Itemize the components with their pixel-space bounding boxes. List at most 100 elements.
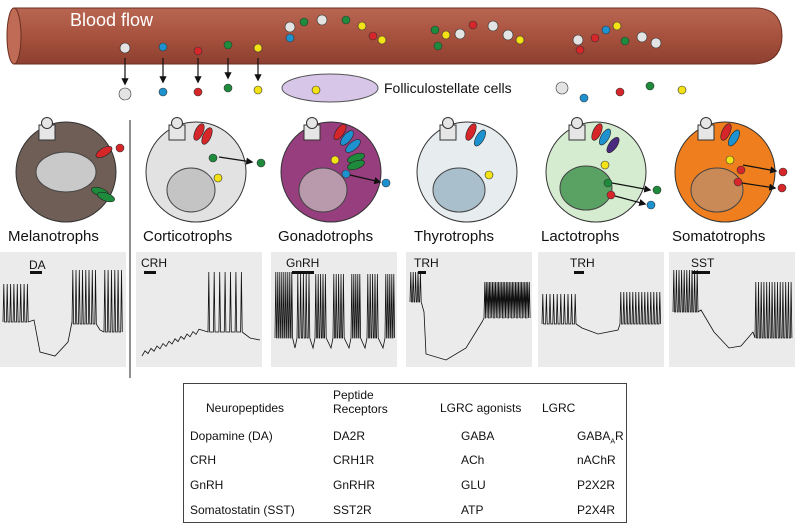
stimulus-bar bbox=[292, 271, 314, 274]
cell-somatotrophs bbox=[674, 117, 776, 223]
legend-header-receptors: Peptide Receptors bbox=[333, 388, 388, 416]
traces-artwork bbox=[0, 252, 795, 367]
molecule-w bbox=[454, 28, 466, 40]
legend-header-neuropeptides: Neuropeptides bbox=[206, 401, 285, 415]
trace-line bbox=[141, 271, 261, 357]
stimulus-bar bbox=[574, 271, 584, 274]
legend-agonist: GLU bbox=[461, 478, 486, 492]
molecule-r bbox=[193, 46, 203, 56]
cell-nucleus bbox=[559, 165, 613, 211]
channel-b bbox=[340, 130, 354, 146]
channel-r bbox=[193, 123, 205, 141]
cells-artwork bbox=[15, 117, 788, 223]
molecule-y bbox=[357, 21, 367, 31]
legend-header-agonists: LGRC agonists bbox=[440, 401, 522, 415]
trace-line bbox=[672, 269, 793, 349]
channel-r bbox=[465, 123, 477, 141]
stimulus-bar bbox=[144, 271, 156, 274]
stimulus-bar bbox=[30, 271, 42, 274]
molecule-r bbox=[778, 167, 788, 177]
molecule-b bbox=[285, 33, 295, 43]
channel-g bbox=[347, 159, 365, 171]
trace-line bbox=[409, 271, 531, 361]
channel-b bbox=[345, 139, 361, 153]
stimulus-bar bbox=[418, 271, 426, 274]
peptide-receptor-ligand bbox=[700, 117, 712, 129]
legend-channel-gabaar: GABAAR bbox=[577, 429, 624, 446]
channel-r bbox=[201, 127, 213, 145]
blood-vessel bbox=[6, 7, 783, 65]
molecule-y bbox=[213, 173, 223, 183]
molecule-g bbox=[603, 178, 613, 188]
molecule-r bbox=[368, 31, 378, 41]
legend-box: Neuropeptides Peptide Receptors LGRC ago… bbox=[183, 383, 627, 523]
channel-r bbox=[333, 123, 347, 141]
cell-label-lactotrophs: Lactotrophs bbox=[541, 228, 620, 245]
arrow bbox=[741, 182, 777, 191]
legend-receptor: DA2R bbox=[333, 429, 366, 443]
molecule-r bbox=[590, 33, 600, 43]
molecule-y bbox=[330, 155, 340, 165]
molecule-b bbox=[601, 25, 611, 35]
legend-receptor: SST2R bbox=[333, 503, 372, 517]
free-molecules bbox=[555, 81, 687, 103]
folliculostellate-label: Folliculostellate cells bbox=[384, 80, 512, 96]
molecule-y bbox=[253, 85, 263, 95]
cell-label-gonadotrophs: Gonadotrophs bbox=[278, 228, 374, 245]
cell-label-corticotrophs: Corticotrophs bbox=[143, 228, 233, 245]
cell-label-somatotrophs: Somatotrophs bbox=[672, 228, 766, 245]
cell-nucleus bbox=[690, 167, 744, 213]
channel-r bbox=[720, 123, 732, 141]
stimulus-bar bbox=[692, 271, 710, 274]
molecule-y bbox=[515, 35, 525, 45]
blood-flow-label: Blood flow bbox=[70, 10, 154, 30]
cell-nucleus bbox=[432, 167, 486, 213]
arrow bbox=[218, 156, 254, 165]
trace-line bbox=[274, 271, 395, 350]
molecule-g bbox=[223, 83, 233, 93]
legend-peptide: Dopamine (DA) bbox=[190, 429, 273, 443]
molecule-y bbox=[612, 21, 622, 31]
trace-panel-gonadotrophs bbox=[271, 252, 397, 367]
molecule-w bbox=[119, 42, 131, 54]
channel-b bbox=[599, 128, 611, 146]
molecule-r bbox=[193, 87, 203, 97]
molecule-r bbox=[615, 87, 625, 97]
molecule-y bbox=[600, 160, 610, 170]
molecule-g bbox=[620, 36, 630, 46]
channel-p bbox=[606, 136, 620, 154]
channel-b bbox=[728, 129, 740, 147]
molecule-y bbox=[677, 85, 687, 95]
channel-g bbox=[97, 191, 115, 203]
molecule-w bbox=[650, 37, 662, 49]
molecule-w bbox=[555, 81, 569, 95]
molecule-w bbox=[636, 31, 648, 43]
trace-panel-somatotrophs bbox=[669, 252, 795, 367]
channel-r bbox=[95, 146, 113, 158]
arrow bbox=[614, 195, 647, 206]
legend-peptide: GnRH bbox=[190, 478, 224, 492]
legend-channel: nAChR bbox=[577, 453, 616, 467]
molecule-b bbox=[579, 93, 589, 103]
arrow bbox=[742, 164, 778, 174]
molecule-y bbox=[253, 43, 263, 53]
molecule-r bbox=[468, 20, 478, 30]
molecule-g bbox=[223, 40, 233, 50]
molecule-r bbox=[736, 165, 746, 175]
legend-peptide: Somatostatin (SST) bbox=[190, 503, 295, 517]
cell-nucleus bbox=[35, 151, 97, 193]
molecule-w bbox=[572, 34, 584, 46]
molecule-w bbox=[284, 21, 296, 33]
peptide-receptor-ligand bbox=[171, 117, 183, 129]
trace-panel-thyrotrophs bbox=[406, 252, 532, 367]
peptide-receptor-ligand bbox=[442, 117, 454, 129]
molecule-w bbox=[118, 87, 132, 101]
cell-melanotrophs bbox=[15, 117, 117, 223]
channel-b bbox=[474, 129, 486, 147]
trace-label-trh-thyro: TRH bbox=[414, 256, 439, 270]
peptide-receptor-ligand bbox=[571, 117, 583, 129]
trace-line bbox=[541, 291, 661, 335]
molecule-b bbox=[381, 178, 391, 188]
molecule-g bbox=[652, 185, 662, 195]
